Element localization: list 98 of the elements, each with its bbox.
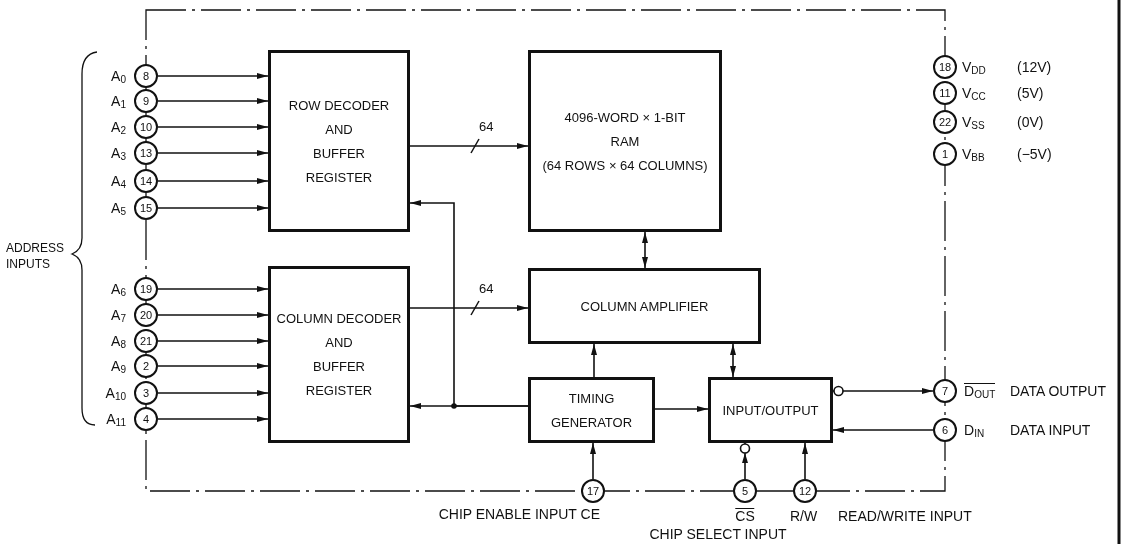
pin-circle: 5 xyxy=(733,479,757,503)
pin-circle: 6 xyxy=(933,418,957,442)
block-box xyxy=(268,266,410,443)
pin-label: DATA OUTPUT xyxy=(1010,383,1106,399)
signal-arrow xyxy=(157,150,269,156)
edge-label: 64 xyxy=(478,120,495,134)
block-label: TIMING xyxy=(568,390,615,406)
signal-arrow xyxy=(409,305,529,311)
signal-arrow xyxy=(832,385,934,397)
pin-circle: 18 xyxy=(933,55,957,79)
pin-circle: 1 xyxy=(933,142,957,166)
pin-label: CS xyxy=(735,508,755,523)
pin-circle: 14 xyxy=(134,169,158,193)
pin-circle: 15 xyxy=(134,196,158,220)
signal-arrow xyxy=(802,442,808,480)
pin-label: A$_{6}$ xyxy=(111,281,126,300)
pin-label: READ/WRITE INPUT xyxy=(838,508,972,524)
signal-arrow xyxy=(157,338,269,344)
block-label: (64 ROWS × 64 COLUMNS) xyxy=(542,157,708,173)
pin-circle: 13 xyxy=(134,141,158,165)
pin-circle: 10 xyxy=(134,115,158,139)
pin-label: CHIP ENABLE INPUT CE xyxy=(438,506,600,522)
pin-circle: 9 xyxy=(134,89,158,113)
group-label: ADDRESS INPUTS xyxy=(6,240,65,272)
block-label: BUFFER xyxy=(313,359,365,374)
pin-circle: 8 xyxy=(134,64,158,88)
signal-arrow xyxy=(157,312,269,318)
pin-label: V$_{BB}$ xyxy=(962,146,985,165)
pin-label: (0V) xyxy=(1017,114,1044,130)
signal-arrow xyxy=(832,427,934,433)
pin-circle: 4 xyxy=(134,407,158,431)
pin-label: A$_{9}$ xyxy=(111,358,126,377)
pin-circle: 12 xyxy=(793,479,817,503)
pin-label: A$_{8}$ xyxy=(111,333,126,352)
signal-arrow xyxy=(157,178,269,184)
pin-label: A$_{2}$ xyxy=(111,119,126,138)
pin-label: D$_{OUT}$ xyxy=(964,383,996,402)
block-label: 4096-WORD × 1-BIT xyxy=(564,109,686,125)
block-box xyxy=(528,377,655,443)
block-label: REGISTER xyxy=(305,169,373,185)
pin-label: DATA INPUT xyxy=(1010,422,1091,438)
block-label: AND xyxy=(325,335,353,350)
pin-circle: 22 xyxy=(933,110,957,134)
block-label: ROW DECODER xyxy=(288,97,390,113)
pin-label: A$_{4}$ xyxy=(111,173,126,192)
block-label: RAM xyxy=(610,133,640,149)
pin-circle: 19 xyxy=(134,277,158,301)
pin-circle: 11 xyxy=(933,81,957,105)
pin-circle: 17 xyxy=(581,479,605,503)
signal-arrow xyxy=(157,73,269,79)
pin-label: A$_{11}$ xyxy=(106,411,126,430)
signal-arrow xyxy=(157,124,269,130)
pin-label: A$_{7}$ xyxy=(111,307,126,326)
pin-circle: 21 xyxy=(134,329,158,353)
pin-circle: 7 xyxy=(933,379,957,403)
signal-arrow xyxy=(739,442,751,480)
signal-arrow xyxy=(157,363,269,369)
pin-label: V$_{DD}$ xyxy=(962,59,986,78)
pin-circle: 20 xyxy=(134,303,158,327)
signal-arrow xyxy=(157,416,269,422)
block-label: GENERATOR xyxy=(550,414,633,430)
block-box xyxy=(528,268,761,344)
signal-arrow xyxy=(157,286,269,292)
pin-label: (−5V) xyxy=(1017,146,1052,162)
pin-label: R/W xyxy=(790,508,818,524)
pin-circle: 3 xyxy=(134,381,158,405)
signal-arrow xyxy=(642,231,648,269)
block-label: REGISTER xyxy=(305,383,373,398)
signal-arrow xyxy=(590,442,596,480)
signal-arrow xyxy=(591,343,597,378)
pin-label: D$_{IN}$ xyxy=(964,422,985,441)
pin-label: A$_{10}$ xyxy=(105,385,126,404)
signal-arrow xyxy=(730,343,736,378)
edge-label: 64 xyxy=(478,282,495,296)
signal-arrow xyxy=(157,205,269,211)
pin-label: V$_{CC}$ xyxy=(962,85,986,104)
pin-label: A$_{3}$ xyxy=(111,145,126,164)
pin-label: A$_{5}$ xyxy=(111,200,126,219)
block-box xyxy=(708,377,833,443)
block-label: COLUMN AMPLIFIER xyxy=(580,298,709,314)
signal-arrow xyxy=(157,390,269,396)
pin-label: (12V) xyxy=(1017,59,1052,75)
signal-arrow xyxy=(654,406,709,412)
signal-arrow xyxy=(157,98,269,104)
block-box xyxy=(268,50,410,232)
pin-circle: 2 xyxy=(134,354,158,378)
signal-arrow xyxy=(409,143,529,149)
pin-label: CHIP SELECT INPUT xyxy=(649,526,787,542)
block-label: BUFFER xyxy=(313,145,365,161)
pin-label: A$_{0}$ xyxy=(111,68,126,87)
block-label: INPUT/OUTPUT xyxy=(722,402,819,418)
pin-label: A$_{1}$ xyxy=(111,93,126,112)
pin-label: V$_{SS}$ xyxy=(962,114,985,133)
pin-label: (5V) xyxy=(1017,85,1044,101)
signal-arrow xyxy=(409,200,529,407)
block-box xyxy=(528,50,722,232)
block-label: AND xyxy=(325,121,353,137)
block-label: COLUMN DECODER xyxy=(276,311,402,326)
